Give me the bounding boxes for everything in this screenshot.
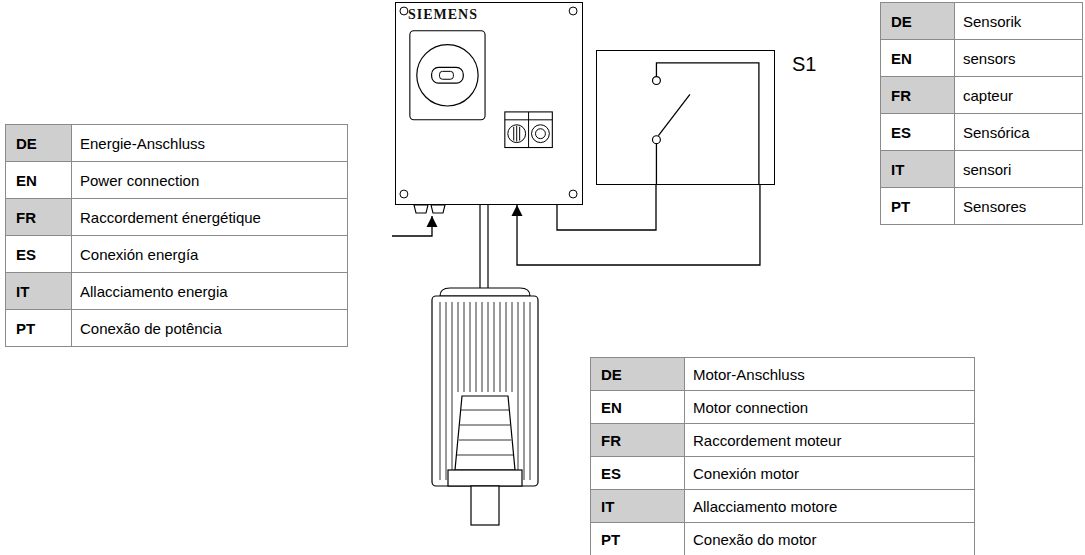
- edge-layer: [517, 185, 760, 265]
- language-code-cell: DE: [880, 2, 955, 40]
- language-code: FR: [891, 87, 911, 104]
- translation-text: Conexión energía: [80, 246, 198, 263]
- language-code-cell: ES: [590, 456, 685, 490]
- translation-text: sensori: [963, 161, 1011, 178]
- language-code: ES: [16, 246, 36, 263]
- translation-cell: Motor connection: [684, 390, 975, 424]
- switch-symbol: [597, 51, 774, 184]
- translation-text: Conexão de potência: [80, 320, 222, 337]
- translation-cell: Sensórica: [954, 113, 1083, 151]
- language-code-cell: DE: [590, 357, 685, 391]
- language-code: DE: [891, 13, 912, 30]
- motor-illustration: [432, 288, 538, 525]
- translation-cell: sensors: [954, 39, 1083, 77]
- translation-text: Allacciamento energia: [80, 283, 228, 300]
- translation-cell: Conexão do motor: [684, 522, 975, 555]
- language-code: FR: [16, 209, 36, 226]
- control-unit-illustration: [396, 3, 582, 204]
- language-code-cell: IT: [590, 489, 685, 523]
- language-code: EN: [16, 172, 37, 189]
- translation-text: Conexão do motor: [693, 531, 816, 548]
- translation-text: Conexión motor: [693, 465, 799, 482]
- language-code-cell: IT: [5, 272, 72, 310]
- translation-cell: capteur: [954, 76, 1083, 114]
- translation-text: Allacciamento motore: [693, 498, 837, 515]
- language-code-cell: FR: [880, 76, 955, 114]
- translation-cell: Allacciamento motore: [684, 489, 975, 523]
- language-code: EN: [601, 399, 622, 416]
- translation-text: Energie-Anschluss: [80, 135, 205, 152]
- sensor-wire: [557, 185, 656, 230]
- language-code-cell: PT: [880, 187, 955, 225]
- language-code: PT: [891, 198, 910, 215]
- translation-text: sensors: [963, 50, 1016, 67]
- language-code-cell: PT: [5, 309, 72, 347]
- language-code: PT: [601, 531, 620, 548]
- language-code-cell: PT: [590, 522, 685, 555]
- translation-text: Raccordement moteur: [693, 432, 841, 449]
- translation-cell: Sensorik: [954, 2, 1083, 40]
- translation-cell: Conexão de potência: [71, 309, 348, 347]
- language-code: IT: [891, 161, 904, 178]
- translation-cell: Energie-Anschluss: [71, 124, 348, 162]
- language-code: ES: [891, 124, 911, 141]
- translation-text: Motor connection: [693, 399, 808, 416]
- translation-cell: Conexión motor: [684, 456, 975, 490]
- switch-label: S1: [792, 53, 816, 76]
- sensor-switch-box: S1: [596, 50, 775, 185]
- language-code-cell: EN: [590, 390, 685, 424]
- translation-text: Sensórica: [963, 124, 1030, 141]
- translation-text: Sensores: [963, 198, 1026, 215]
- language-code: IT: [16, 283, 29, 300]
- translation-cell: Conexión energía: [71, 235, 348, 273]
- translation-text: Raccordement énergétique: [80, 209, 261, 226]
- translation-cell: Power connection: [71, 161, 348, 199]
- translation-text: Sensorik: [963, 13, 1021, 30]
- language-code-cell: EN: [5, 161, 72, 199]
- language-code-cell: EN: [880, 39, 955, 77]
- language-code: EN: [891, 50, 912, 67]
- language-code-cell: FR: [5, 198, 72, 236]
- translation-cell: sensori: [954, 150, 1083, 188]
- translation-cell: Raccordement énergétique: [71, 198, 348, 236]
- translation-cell: Motor-Anschluss: [684, 357, 975, 391]
- translation-cell: Allacciamento energia: [71, 272, 348, 310]
- translation-text: Power connection: [80, 172, 199, 189]
- language-code: IT: [601, 498, 614, 515]
- power-arrow: [392, 216, 432, 236]
- language-code-cell: IT: [880, 150, 955, 188]
- language-code: PT: [16, 320, 35, 337]
- cable-gland: [414, 205, 445, 213]
- language-code: ES: [601, 465, 621, 482]
- language-code-cell: DE: [5, 124, 72, 162]
- language-code-cell: ES: [5, 235, 72, 273]
- translation-text: capteur: [963, 87, 1013, 104]
- translation-cell: Raccordement moteur: [684, 423, 975, 457]
- language-code-cell: ES: [880, 113, 955, 151]
- language-code: DE: [601, 366, 622, 383]
- language-code: DE: [16, 135, 37, 152]
- translation-cell: Sensores: [954, 187, 1083, 225]
- sensor-connector: [517, 185, 760, 265]
- motor-cable: [480, 205, 488, 288]
- language-code: FR: [601, 432, 621, 449]
- translation-text: Motor-Anschluss: [693, 366, 805, 383]
- language-code-cell: FR: [590, 423, 685, 457]
- housing-box: SIEMENS: [395, 2, 583, 205]
- brand-label: SIEMENS: [408, 7, 478, 23]
